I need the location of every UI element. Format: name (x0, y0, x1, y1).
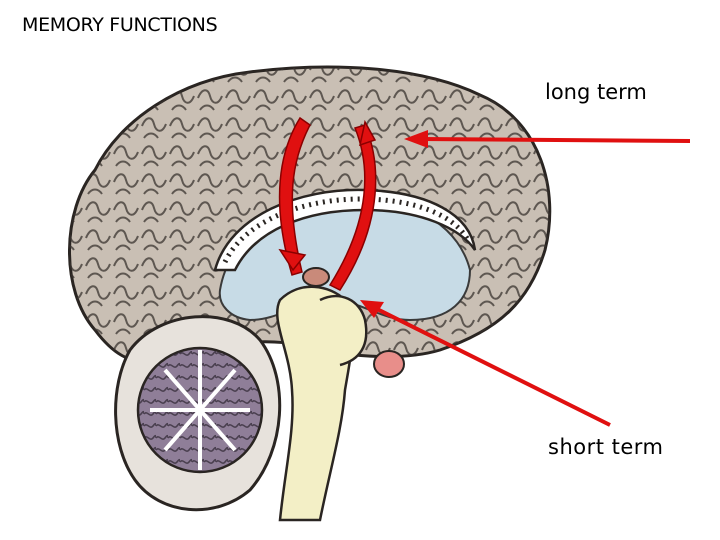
diagram-title: MEMORY FUNCTIONS (22, 14, 218, 36)
red-arrow (360, 300, 611, 427)
cerebellum (114, 315, 282, 512)
long-term-label: long term (545, 80, 647, 104)
central-blob (302, 267, 330, 287)
brainstem (275, 285, 368, 522)
curved-arrow (278, 116, 377, 291)
amygdala-blob (373, 350, 405, 378)
red-arrow (404, 130, 691, 148)
short-term-label: short term (548, 435, 664, 459)
